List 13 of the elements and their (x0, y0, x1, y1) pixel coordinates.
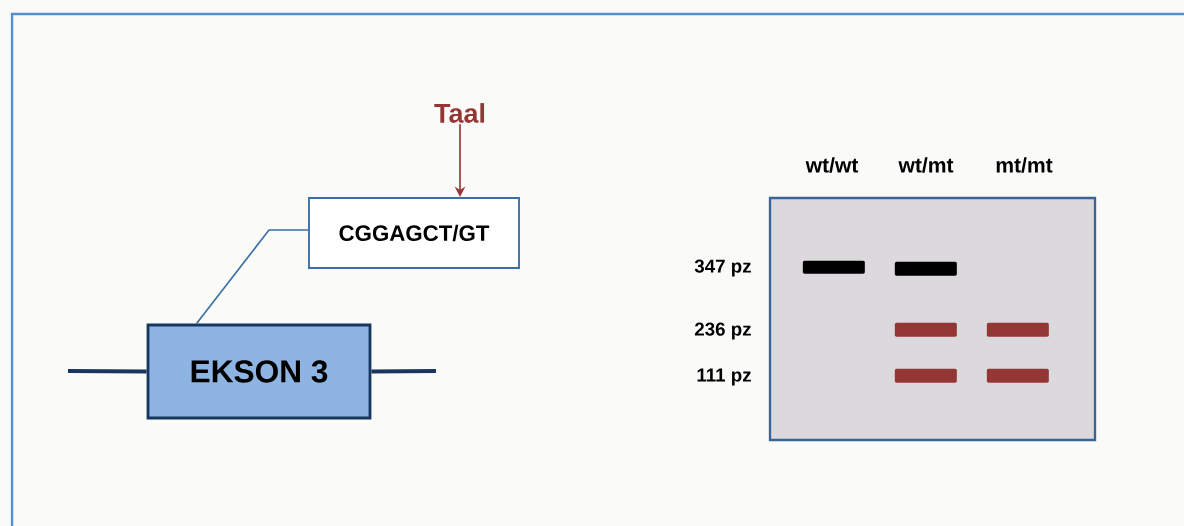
enzyme-label: Taal (434, 103, 485, 123)
lane-label: mt/mt (996, 157, 1053, 173)
exon-box: EKSON 3 (146, 323, 372, 420)
lane-label: wt/wt (805, 157, 859, 173)
connector-line (195, 229, 309, 325)
intron-line (371, 368, 437, 374)
gel-box (768, 196, 1097, 442)
intron-line (68, 368, 147, 374)
size-label: 111 pz (697, 368, 751, 386)
sequence-box: CGGAGCT/GT (308, 197, 520, 269)
size-label: 347 pz (694, 259, 751, 277)
lane-label: wt/mt (898, 157, 954, 173)
size-label: 236 pz (694, 322, 751, 340)
